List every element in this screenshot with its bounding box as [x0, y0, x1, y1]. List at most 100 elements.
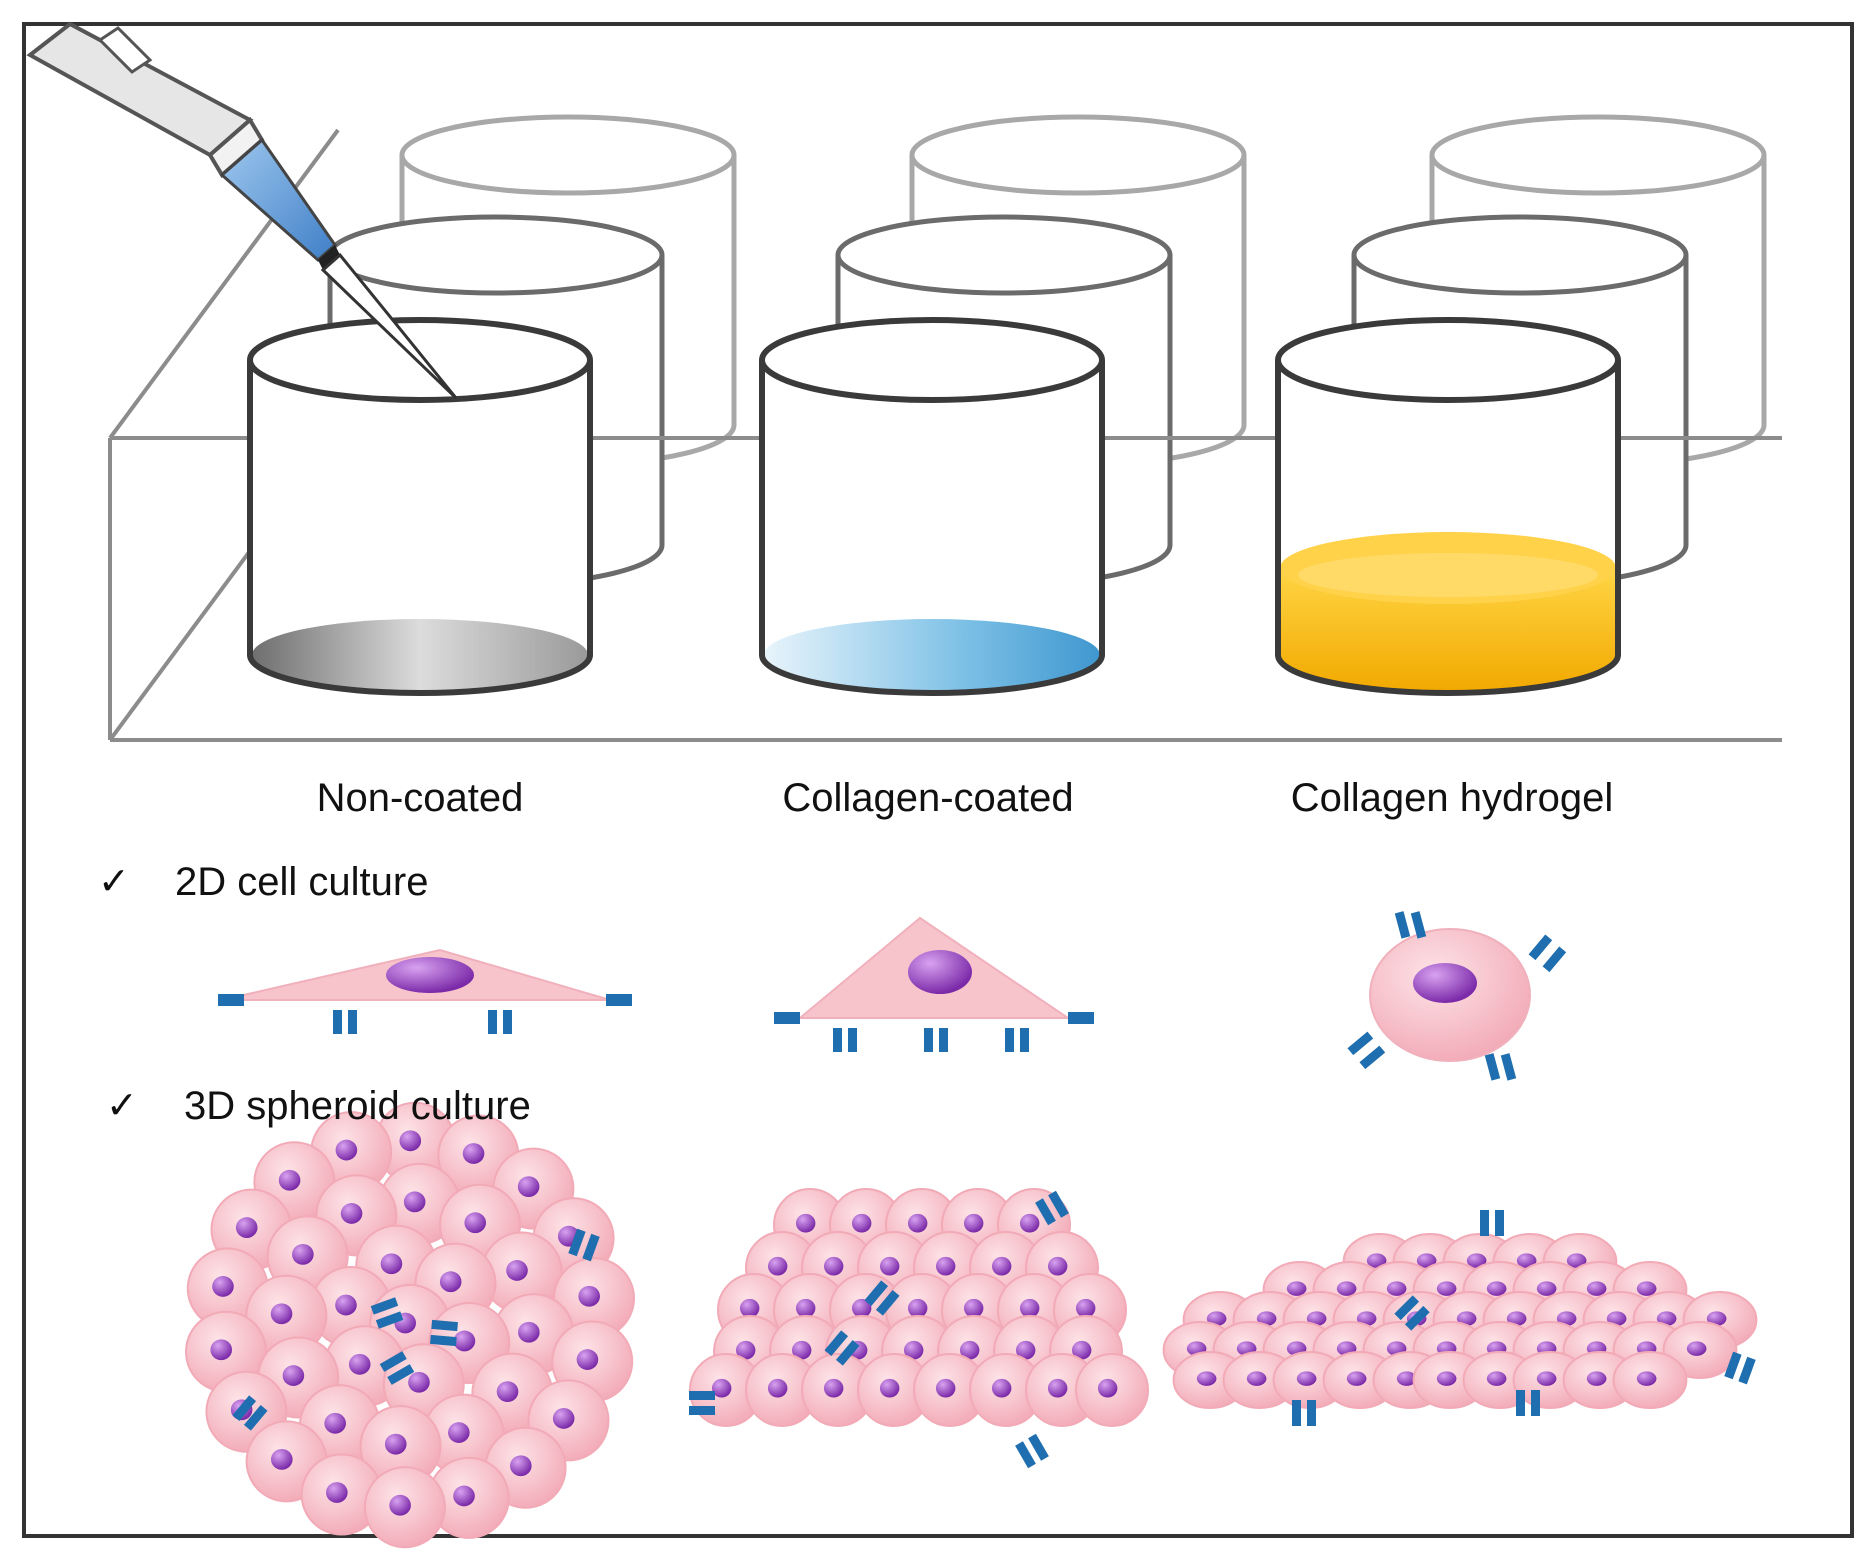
- spheroid-nucleus: [496, 1381, 519, 1403]
- spheroid-nucleus: [1586, 1281, 1607, 1296]
- spheroid-nucleus: [711, 1378, 732, 1398]
- spheroid-flat: [1162, 1210, 1758, 1426]
- receptor-icon: [689, 1391, 715, 1400]
- spheroid-nucleus: [576, 1349, 599, 1370]
- receptor-icon: [1394, 1295, 1420, 1321]
- spheroid-nucleus: [1306, 1311, 1327, 1326]
- receptor-icon: [1480, 1210, 1489, 1236]
- spheroid-nucleus: [1516, 1253, 1537, 1268]
- spheroid-nucleus: [506, 1260, 528, 1281]
- spheroid-nucleus: [1047, 1378, 1068, 1398]
- spheroid-nucleus: [408, 1371, 430, 1393]
- section-label-3d: 3D spheroid culture: [184, 1084, 531, 1128]
- receptor-icon: [864, 1280, 889, 1307]
- spheroid-nucleus: [518, 1321, 540, 1343]
- receptor-icon: [1738, 1356, 1756, 1385]
- spheroid-nucleus: [453, 1330, 476, 1352]
- spheroid-nucleus: [1636, 1371, 1657, 1386]
- spheroid-nucleus: [1536, 1281, 1557, 1296]
- spheroid-nucleus: [399, 1130, 422, 1152]
- spheroid-nucleus: [270, 1303, 293, 1325]
- spheroid-nucleus: [1071, 1340, 1092, 1360]
- spheroid-nucleus: [292, 1243, 314, 1265]
- spheroid-nucleus: [767, 1256, 788, 1276]
- spheroid-nucleus: [1256, 1311, 1277, 1326]
- spheroid-nucleus: [1015, 1340, 1036, 1360]
- spheroid-nucleus: [959, 1340, 980, 1360]
- spheroid-nucleus: [879, 1378, 900, 1398]
- spheroid-dome: [689, 1188, 1149, 1469]
- receptor-icon: [1516, 1390, 1525, 1416]
- receptor-icon: [582, 1233, 600, 1262]
- receptor-icon: [243, 1404, 268, 1431]
- spheroid-nucleus: [1656, 1311, 1677, 1326]
- spheroid-nucleus: [439, 1271, 462, 1293]
- spheroid-nucleus: [282, 1365, 305, 1386]
- spheroid-nucleus: [1706, 1311, 1727, 1326]
- spheroid-nucleus: [1019, 1213, 1040, 1233]
- spheroid-nucleus: [767, 1378, 788, 1398]
- receptor-icon: [431, 1319, 458, 1332]
- spheroid-nucleus: [795, 1298, 816, 1318]
- spheroid-nucleus: [389, 1494, 411, 1516]
- spheroid-nucleus: [1556, 1311, 1577, 1326]
- spheroid-nucleus: [1586, 1371, 1607, 1386]
- receptor-icon: [1015, 1441, 1036, 1469]
- spheroid-nucleus: [1336, 1281, 1357, 1296]
- spheroid-nucleus: [851, 1298, 872, 1318]
- spheroid-nucleus: [552, 1408, 575, 1429]
- spheroid-nucleus: [210, 1339, 233, 1361]
- receptor-icon: [430, 1334, 457, 1347]
- spheroid-nucleus: [1366, 1253, 1387, 1268]
- section-label-2d: 2D cell culture: [175, 860, 429, 904]
- spheroid-nucleus: [1296, 1371, 1317, 1386]
- receptor-icon: [387, 1364, 415, 1385]
- spheroid-nucleus: [739, 1298, 760, 1318]
- spheroid-nucleus: [991, 1256, 1012, 1276]
- spheroid-nucleus: [963, 1213, 984, 1233]
- spheroid-nucleus: [324, 1412, 346, 1434]
- spheroid-nucleus: [212, 1276, 234, 1297]
- receptor-icon: [875, 1289, 900, 1316]
- spheroid-nucleus: [1386, 1281, 1407, 1296]
- receptor-icon: [1035, 1198, 1056, 1226]
- spheroid-nucleus: [340, 1203, 363, 1224]
- spheroid-nucleus: [1486, 1371, 1507, 1386]
- check-icon: ✓: [98, 859, 130, 903]
- spheroid-nucleus: [1466, 1253, 1487, 1268]
- spheroid-nucleus: [1196, 1371, 1217, 1386]
- spheroid-nucleus: [823, 1378, 844, 1398]
- receptor-icon: [689, 1406, 715, 1415]
- cell-2d-spread: [774, 916, 1094, 1052]
- spheroid-nucleus: [935, 1378, 956, 1398]
- coating-gray: [252, 619, 588, 691]
- receptor-icon: [835, 1339, 860, 1366]
- spheroid-nucleus: [1346, 1371, 1367, 1386]
- spheroid-nucleus: [278, 1169, 301, 1191]
- spheroid-nucleus: [335, 1294, 357, 1316]
- spheroid-nucleus: [1396, 1371, 1417, 1386]
- spheroid-nucleus: [1206, 1311, 1227, 1326]
- receptor-icon: [375, 1311, 404, 1329]
- spheroid-nucleus: [348, 1353, 371, 1375]
- spheroid-nucleus: [963, 1298, 984, 1318]
- spheroid-nucleus: [380, 1253, 403, 1275]
- spheroid-nucleus: [851, 1213, 872, 1233]
- pipette-icon: [26, 21, 458, 400]
- well-label-non-coated: Non-coated: [316, 776, 524, 820]
- spheroid-nucleus: [1456, 1311, 1477, 1326]
- nucleus: [908, 950, 972, 994]
- spheroid-nucleus: [1486, 1281, 1507, 1296]
- receptor-icon: [1307, 1400, 1316, 1426]
- spheroid-nucleus: [903, 1340, 924, 1360]
- receptor-icon: [1724, 1351, 1742, 1380]
- front-well-collagen-coated: [759, 317, 1105, 696]
- spheroid-nucleus: [1566, 1253, 1587, 1268]
- cell-2d-round: [1347, 911, 1567, 1081]
- spheroid-nucleus: [1246, 1371, 1267, 1386]
- spheroid-nucleus: [795, 1213, 816, 1233]
- spheroid-nucleus: [991, 1378, 1012, 1398]
- spheroid-nucleus: [462, 1143, 485, 1164]
- receptor-icon: [1531, 1390, 1540, 1416]
- spheroid-nucleus: [791, 1340, 812, 1360]
